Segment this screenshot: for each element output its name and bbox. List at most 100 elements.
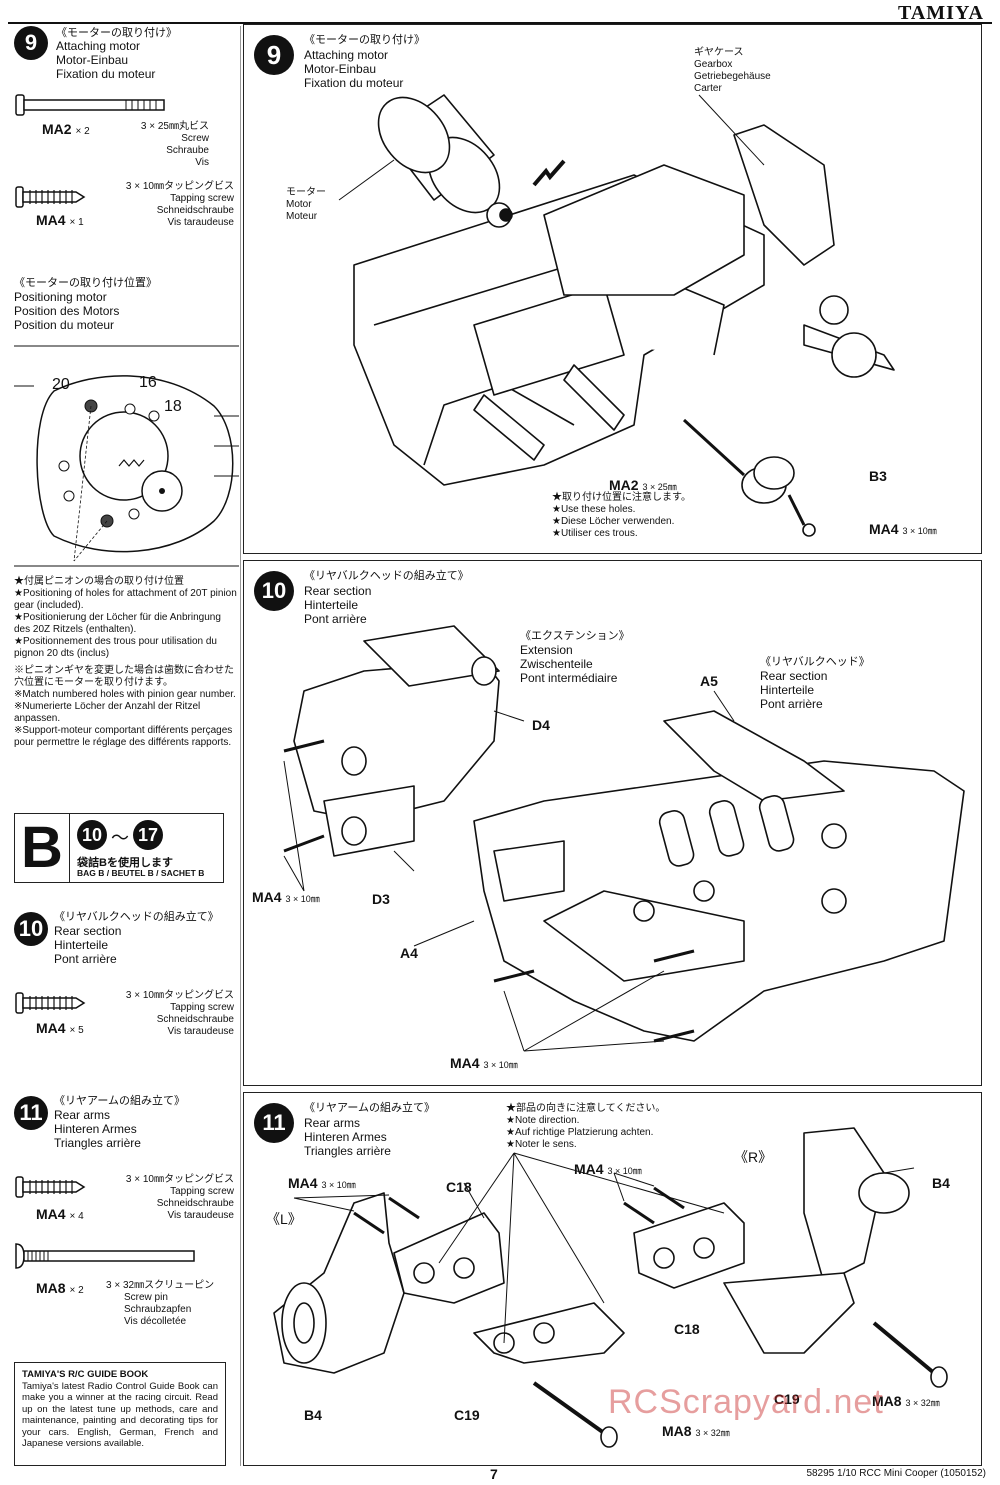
bag-jp: 袋詰Bを使用します [77, 857, 173, 869]
panel-10-a5: A5 [700, 673, 718, 689]
positioning-en: Positioning motor [14, 290, 107, 304]
panel-11-title-fr: Triangles arrière [304, 1144, 391, 1158]
panel-10-ma4-bottom: MA4 3 × 10㎜ [450, 1055, 518, 1071]
bag-b-box: B 10 〜 17 袋詰Bを使用します BAG B / BEUTEL B / S… [14, 813, 224, 883]
panel-9-notes: ★取り付け位置に注意します。★Use these holes.★Diese Lö… [552, 492, 691, 539]
guide-text: Tamiya's latest Radio Control Guide Book… [22, 1380, 218, 1450]
panel-9-title-jp: 《モーターの取り付け》 [304, 34, 425, 46]
panel-11-badge: 11 [254, 1103, 294, 1143]
step-11-title-fr: Triangles arrière [54, 1136, 141, 1150]
rear-arms-drawing [273, 1127, 948, 1448]
positioning-title-jp: 《モーターの取り付け位置》 [14, 277, 157, 289]
panel-10-title-jp: 《リヤバルクヘッドの組み立て》 [304, 570, 469, 582]
panel-step-9: 9 《モーターの取り付け》 Attaching motor Motor-Einb… [243, 24, 982, 554]
panel-11-ma4-right: MA4 3 × 10㎜ [574, 1161, 642, 1177]
panel-10-d4: D4 [532, 717, 550, 733]
step-11-badge: 11 [14, 1096, 48, 1130]
page-number: 7 [490, 1466, 498, 1482]
step-11-title-en: Rear arms [54, 1108, 111, 1122]
panel-9-b3: B3 [869, 468, 887, 484]
positioning-notes: ★付属ピニオンの場合の取り付け位置 ★Positioning of holes … [14, 576, 237, 748]
positioning-de: Position des Motors [14, 304, 120, 318]
bag-to-badge: 17 [133, 820, 163, 850]
model-code: 58295 1/10 RCC Mini Cooper (1050152) [806, 1468, 986, 1479]
panel-9-badge: 9 [254, 35, 294, 75]
bag-en: BAG B / BEUTEL B / SACHET B [77, 868, 205, 878]
part-ma4-code: MA4 × 1 [36, 212, 84, 228]
panel-11-title-jp: 《リヤアームの組み立て》 [304, 1102, 436, 1114]
ma2-screw-icon [15, 94, 165, 116]
panel-11-title-en: Rear arms [304, 1116, 361, 1130]
left-column: 9 《モーターの取り付け》 Attaching motor Motor-Einb… [14, 26, 239, 1466]
step-9-title-de: Motor-Einbau [56, 53, 129, 67]
panel-9-ma4: MA4 3 × 10㎜ [869, 521, 937, 537]
panel-9-title-de: Motor-Einbau [304, 62, 377, 76]
panel-11-title-de: Hinteren Armes [304, 1130, 387, 1144]
step-10-title-de: Hinterteile [54, 938, 109, 952]
step-11-part2-code: MA8 × 2 [36, 1280, 84, 1296]
part-ma2-desc: 3 × 25㎜丸ビス Screw Schraube Vis [140, 121, 209, 168]
panel-11-c19-left: C19 [454, 1407, 480, 1423]
panel-11-c18-right: C18 [674, 1321, 700, 1337]
panel-11-right-label: 《R》 [734, 1149, 773, 1165]
motor-assembly-drawing [338, 94, 895, 537]
gear-label-16: 16 [139, 374, 157, 391]
step-9-badge: 9 [14, 26, 48, 60]
step-9-title-jp: 《モーターの取り付け》 [56, 27, 177, 39]
positioning-fr: Position du moteur [14, 318, 115, 332]
panel-10-title-fr: Pont arrière [304, 612, 367, 626]
ma4-tapping-screw-icon-2 [15, 992, 86, 1014]
panel-11-ma4-left: MA4 3 × 10㎜ [288, 1175, 356, 1191]
bag-tilde: 〜 [111, 828, 129, 848]
step-11-part1-code: MA4 × 4 [36, 1206, 84, 1222]
guide-title: TAMIYA'S R/C GUIDE BOOK [22, 1369, 149, 1380]
part-ma2-code: MA2 × 2 [42, 121, 90, 137]
panel-11-left-label: 《L》 [266, 1211, 302, 1227]
bag-from-badge: 10 [77, 820, 107, 850]
step-10-title-en: Rear section [54, 924, 122, 938]
panel-10-ma4-left: MA4 3 × 10㎜ [252, 889, 320, 905]
step-9-title-fr: Fixation du moteur [56, 67, 156, 81]
panel-10-d3: D3 [372, 891, 390, 907]
step-10-badge: 10 [14, 912, 48, 946]
header-rule [8, 22, 992, 24]
panel-11-ma8-left: MA8 3 × 32㎜ [662, 1423, 730, 1439]
step-10-part-code: MA4 × 5 [36, 1020, 84, 1036]
panel-step-10: 10 《リヤバルクヘッドの組み立て》 Rear section Hinterte… [243, 560, 982, 1086]
panel-11-b4-right: B4 [932, 1175, 950, 1191]
step-11-part1-desc: 3 × 10㎜タッピングビス Tapping screw Schneidschr… [125, 1174, 234, 1221]
gear-label-20: 20 [52, 376, 70, 393]
panel-10-a4: A4 [400, 945, 418, 961]
panel-step-11: 11 《リヤアームの組み立て》 Rear arms Hinteren Armes… [243, 1092, 982, 1466]
step-11-title-de: Hinteren Armes [54, 1122, 137, 1136]
panel-10-badge: 10 [254, 571, 294, 611]
ma8-screw-pin-icon [15, 1243, 195, 1269]
step-11-part2-desc: 3 × 32㎜スクリューピン Screw pin Schraubzapfen V… [106, 1280, 215, 1327]
panel-10-title-en: Rear section [304, 584, 372, 598]
ma4-tapping-screw-icon [15, 186, 86, 208]
part-ma4-desc: 3 × 10㎜タッピングビス Tapping screw Schneidschr… [125, 181, 234, 228]
panel-11-c18-left: C18 [446, 1179, 472, 1195]
gear-label-18: 18 [164, 398, 182, 415]
step-9-title-en: Attaching motor [56, 39, 141, 53]
motor-position-diagram: 20 16 18 [14, 345, 239, 571]
brand-logo: TAMIYA [897, 2, 984, 24]
panel-9-ma2: MA2 3 × 25㎜ [609, 477, 677, 493]
guide-book-box: TAMIYA'S R/C GUIDE BOOK Tamiya's latest … [14, 1362, 226, 1466]
ma4-tapping-screw-icon-3 [15, 1176, 86, 1198]
step-10-title-jp: 《リヤバルクヘッドの組み立て》 [54, 911, 219, 923]
panel-11-c19-right: C19 [774, 1391, 800, 1407]
rear-section-drawing [283, 625, 965, 1052]
step-10-part-desc: 3 × 10㎜タッピングビス Tapping screw Schneidschr… [125, 990, 234, 1037]
panel-9-title-fr: Fixation du moteur [304, 76, 404, 90]
watermark: RCScrapyard.net [608, 1383, 884, 1421]
bag-letter: B [15, 814, 70, 882]
step-11-title-jp: 《リヤアームの組み立て》 [54, 1095, 186, 1107]
panel-10-title-de: Hinterteile [304, 598, 359, 612]
column-divider [240, 26, 241, 1466]
panel-11-b4-left: B4 [304, 1407, 322, 1423]
panel-9-title-en: Attaching motor [304, 48, 389, 62]
